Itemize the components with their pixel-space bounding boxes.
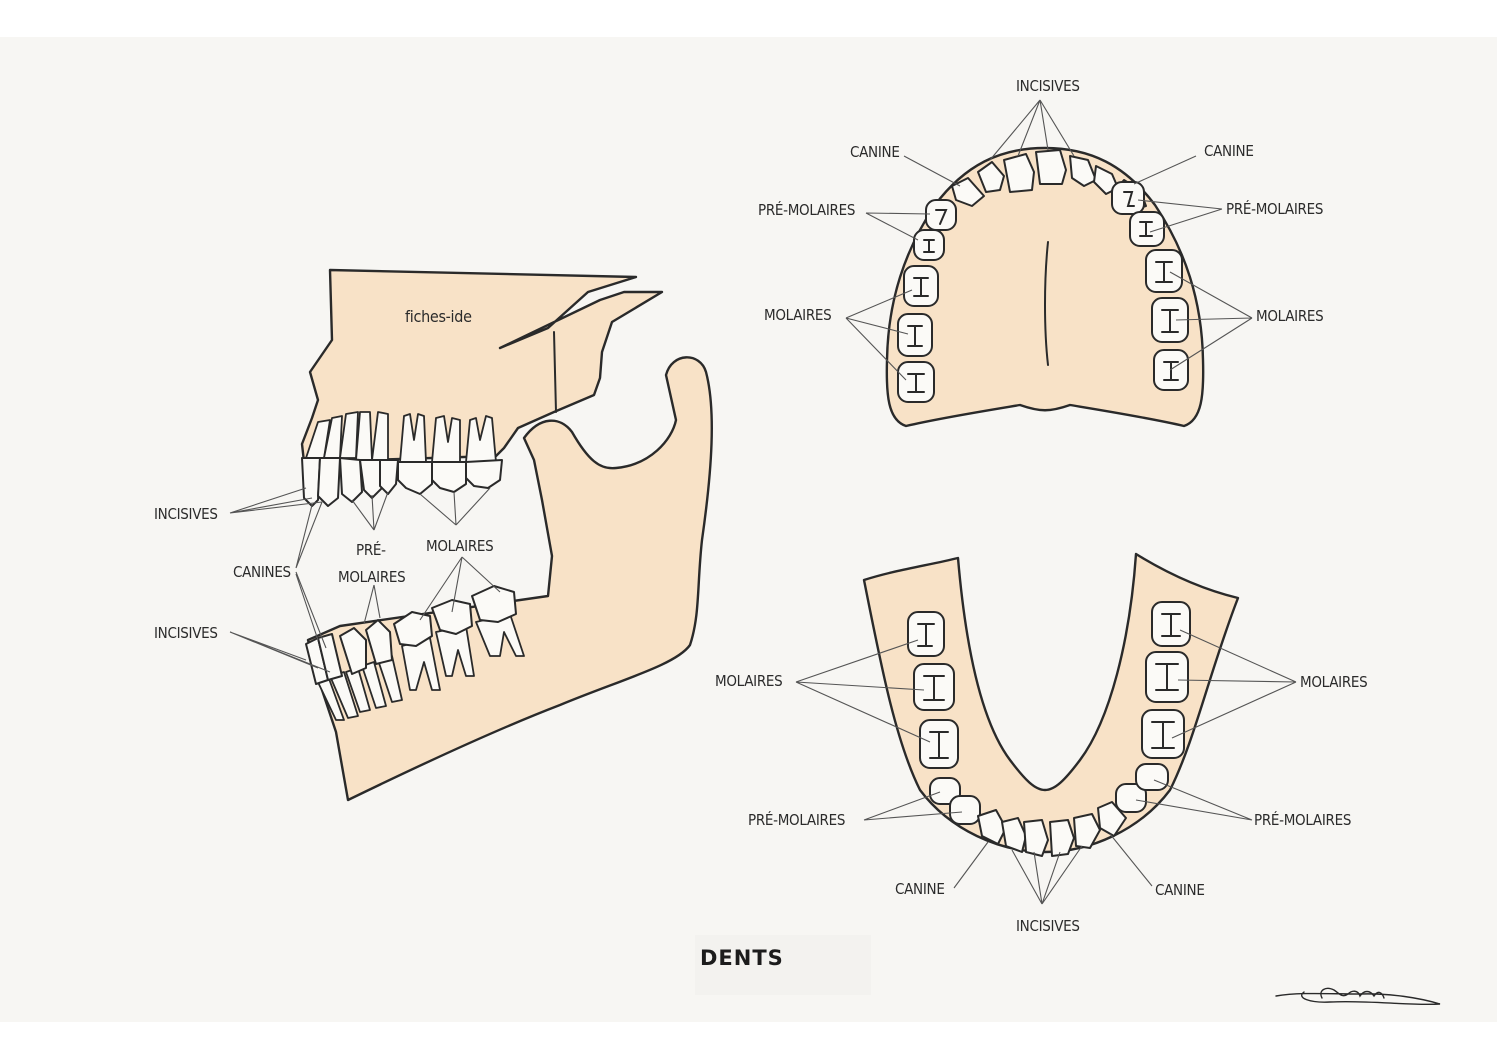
side-view-leaders: [229, 487, 501, 673]
upper-premolaires-right-label: PRÉ-MOLAIRES: [1226, 199, 1323, 218]
side-canines-label: CANINES: [233, 563, 291, 581]
lower-arch: [795, 552, 1297, 905]
side-incisives-lower-label: INCISIVES: [154, 624, 218, 642]
lower-molaires-left-label: MOLAIRES: [715, 672, 782, 690]
watermark: fiches-ide: [405, 307, 472, 326]
upper-premolaires-left-label: PRÉ-MOLAIRES: [758, 200, 855, 219]
signature: [1275, 987, 1441, 1006]
lower-front-teeth: [929, 763, 1169, 857]
upper-premolars: [913, 181, 1165, 261]
lower-roots: [315, 613, 525, 721]
upper-canine-left-label: CANINE: [850, 143, 900, 161]
upper-molaires-left-label: MOLAIRES: [764, 306, 831, 324]
side-view-skull: fiches-ide: [300, 268, 713, 802]
page-title: DENTS: [700, 946, 784, 970]
lower-crowns: [305, 585, 517, 685]
upper-arch: [845, 99, 1253, 428]
sheet-background: [0, 37, 1497, 1022]
lower-premolaires-right-label: PRÉ-MOLAIRES: [1254, 810, 1351, 829]
upper-incisives-label: INCISIVES: [1016, 77, 1080, 95]
upper-crowns: [301, 457, 503, 507]
lower-canine-left-label: CANINE: [895, 880, 945, 898]
upper-molaires-right-label: MOLAIRES: [1256, 307, 1323, 325]
side-incisives-upper-label: INCISIVES: [154, 505, 218, 523]
side-premolaires-label-1: PRÉ-: [356, 540, 386, 559]
lower-molars: [907, 601, 1191, 769]
upper-canine-right-label: CANINE: [1204, 142, 1254, 160]
lower-molaires-right-label: MOLAIRES: [1300, 673, 1367, 691]
maxilla-bone: [300, 268, 664, 464]
lower-premolaires-left-label: PRÉ-MOLAIRES: [748, 810, 845, 829]
mandible-bone: [306, 356, 713, 802]
lower-canine-right-label: CANINE: [1155, 881, 1205, 899]
side-molaires-label: MOLAIRES: [426, 537, 493, 555]
side-premolaires-label-2: MOLAIRES: [338, 568, 405, 586]
title-box: [695, 935, 871, 995]
lower-incisives-label: INCISIVES: [1016, 917, 1080, 935]
